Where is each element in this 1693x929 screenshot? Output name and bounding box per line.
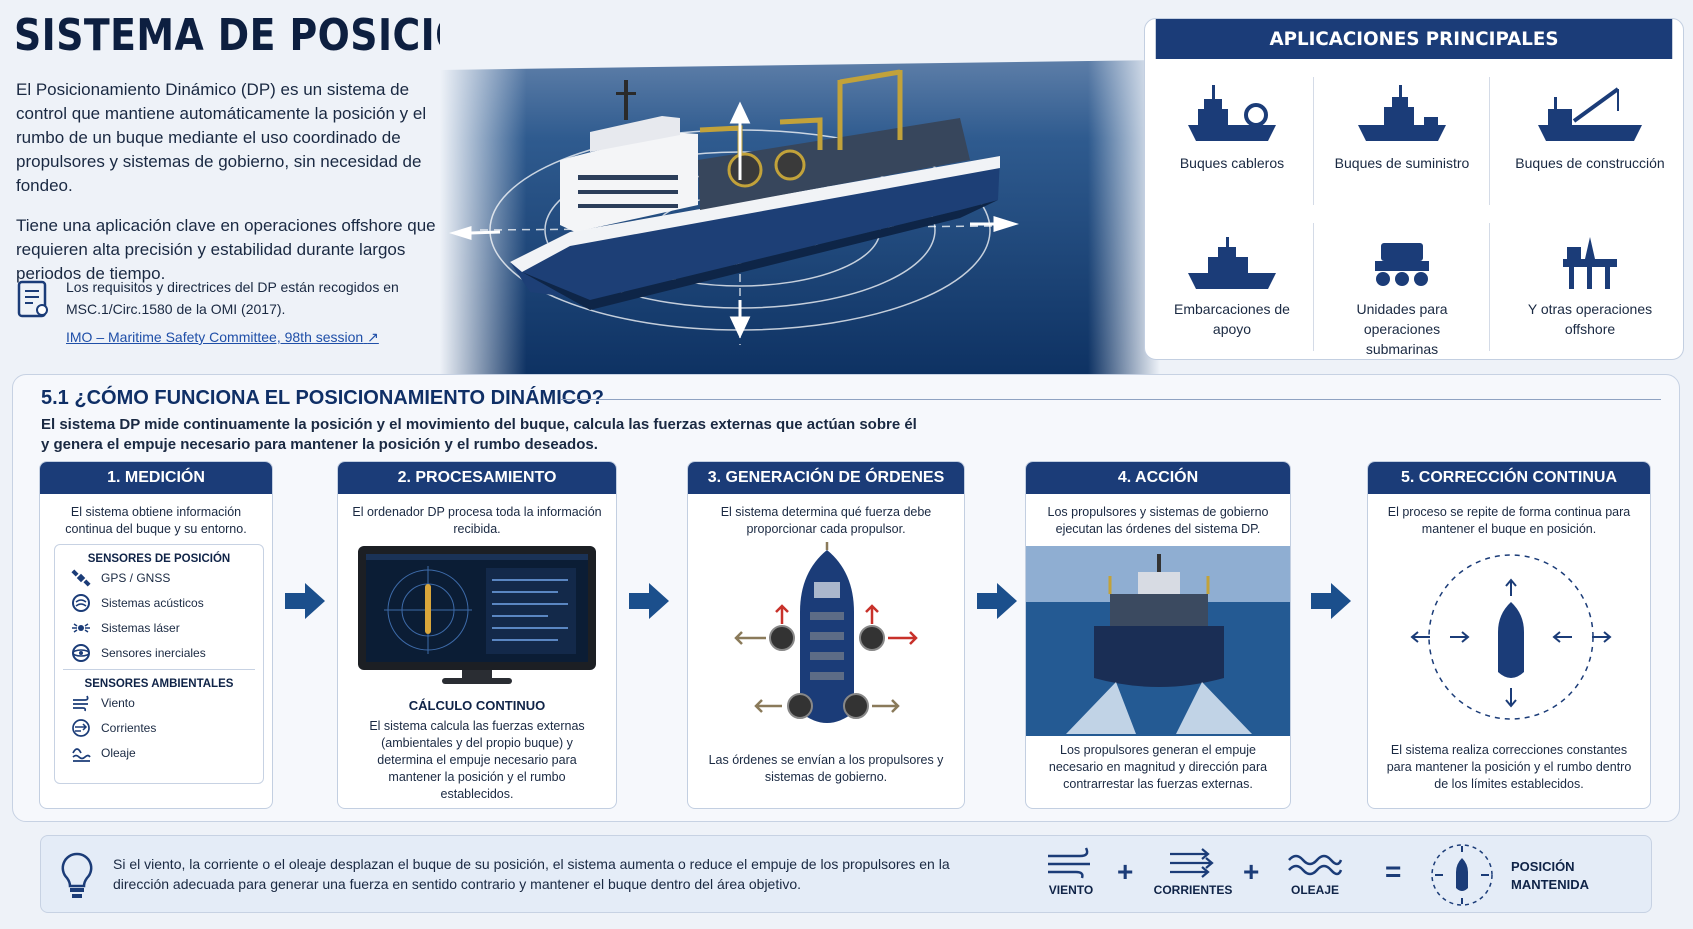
thrusters-action-photo [1026, 546, 1290, 736]
wind-icon [1048, 847, 1090, 879]
satellite-icon [71, 568, 91, 587]
requirements-note: Los requisitos y directrices del DP está… [16, 276, 456, 348]
app-other-offshore: Y otras operaciones offshore [1515, 237, 1665, 339]
sensors-box: SENSORES DE POSICIÓN GPS / GNSS Sistemas… [54, 544, 264, 784]
wave-icon [1288, 854, 1343, 876]
app-cable-ships: Buques cableros [1157, 81, 1307, 173]
app-label-other: Y otras operaciones offshore [1527, 301, 1653, 337]
section-description: El sistema DP mide continuamente la posi… [41, 416, 917, 453]
step-5-text: El proceso se repite de forma continua p… [1387, 505, 1631, 536]
app-label-support: Embarcaciones de apoyo [1174, 301, 1290, 337]
sensor-inertial: Sensores inerciales [55, 640, 263, 665]
step-4-title: 4. ACCIÓN [1026, 462, 1290, 494]
flow-arrow-icon [1311, 583, 1351, 619]
intro: El Posicionamiento Dinámico (DP) es un s… [16, 78, 461, 302]
external-link-icon: ↗ [367, 329, 379, 345]
thruster-diagram [734, 542, 918, 723]
step-action: 4. ACCIÓN Los propulsores y sistemas de … [1025, 461, 1291, 809]
sensor-wind: Viento [55, 690, 263, 715]
wind-icon [73, 695, 89, 711]
current-icon [1170, 848, 1214, 878]
plus-sign: + [1243, 856, 1260, 887]
imo-link[interactable]: IMO – Maritime Safety Committee, 98th se… [66, 329, 379, 345]
flow-arrow-icon [629, 583, 669, 619]
document-icon [17, 280, 48, 318]
laser-icon [72, 622, 90, 633]
lightbulb-icon [61, 852, 93, 898]
intro-paragraph-1: El Posicionamiento Dinámico (DP) es un s… [16, 80, 427, 195]
wind-factor: VIENTO [1039, 846, 1103, 897]
step-2-text: El ordenador DP procesa toda la informac… [352, 505, 602, 536]
wave-icon [72, 747, 91, 762]
app-label-subsea: Unidades para operaciones submarinas [1356, 301, 1448, 357]
gyroscope-icon [72, 643, 90, 662]
plus-sign: + [1117, 856, 1134, 887]
applications-panel: APLICACIONES PRINCIPALES Buques cableros… [1144, 18, 1684, 360]
summary-text: Si el viento, la corriente o el oleaje d… [113, 856, 950, 892]
dp-console-screen [358, 546, 596, 684]
position-maintained-label: POSICIÓN MANTENIDA [1511, 859, 1589, 892]
step-3-subtext: Las órdenes se envían a los propulsores … [708, 753, 944, 784]
step-1-title: 1. MEDICIÓN [40, 462, 272, 494]
rov-icon [1375, 243, 1429, 286]
step-4-subtext: Los propulsores generan el empuje necesa… [1048, 743, 1268, 791]
support-vessel-icon [1188, 237, 1276, 289]
step-continuous-correction: 5. CORRECCIÓN CONTINUA El proceso se rep… [1367, 461, 1651, 809]
position-sensors-title: SENSORES DE POSICIÓN [87, 553, 231, 565]
position-hold-diagram [1410, 554, 1612, 720]
oil-platform-icon [1563, 237, 1617, 289]
applications-title: APLICACIONES PRINCIPALES [1155, 19, 1673, 59]
step-measurement: 1. MEDICIÓN El sistema obtiene informaci… [39, 461, 273, 809]
app-support-vessels: Embarcaciones de apoyo [1157, 237, 1307, 339]
app-construction-ships: Buques de construcción [1500, 81, 1680, 173]
waves-factor: OLEAJE [1281, 846, 1349, 897]
step-2-subtext: El sistema calcula las fuerzas externas … [369, 719, 585, 801]
section-title: 5.1 ¿CÓMO FUNCIONA EL POSICIONAMIENTO DI… [41, 387, 604, 409]
app-subsea-units: Unidades para operaciones submarinas [1327, 237, 1477, 359]
step-processing: 2. PROCESAMIENTO El ordenador DP procesa… [337, 461, 617, 809]
hero-ship-image [440, 0, 1160, 374]
flow-arrow-icon [977, 583, 1017, 619]
step-5-subtext: El sistema realiza correcciones constant… [1386, 743, 1632, 791]
sensor-laser: Sistemas láser [55, 615, 263, 640]
sensor-current: Corrientes [55, 715, 263, 740]
currents-factor: CORRIENTES [1151, 846, 1235, 897]
step-4-text: Los propulsores y sistemas de gobierno e… [1047, 505, 1269, 536]
intro-paragraph-2: Tiene una aplicación clave en operacione… [16, 216, 436, 283]
summary-bar: Si el viento, la corriente o el oleaje d… [40, 835, 1652, 913]
supply-ship-icon [1358, 85, 1446, 141]
step-5-title: 5. CORRECCIÓN CONTINUA [1368, 462, 1650, 494]
step-1-text: El sistema obtiene información continua … [65, 505, 247, 536]
requirements-text: Los requisitos y directrices del DP está… [66, 279, 399, 317]
sensor-acoustic: Sistemas acústicos [55, 590, 263, 615]
crane-ship-icon [1538, 87, 1642, 141]
position-target-icon [1431, 844, 1493, 906]
flow-arrow-icon [285, 583, 325, 619]
sensor-waves: Oleaje [55, 740, 263, 765]
step-order-generation: 3. GENERACIÓN DE ÓRDENES El sistema dete… [687, 461, 965, 809]
continuous-calc-title: CÁLCULO CONTINUO [408, 698, 546, 713]
current-icon [72, 718, 90, 737]
environmental-sensors-title: SENSORES AMBIENTALES [84, 678, 234, 690]
step-2-title: 2. PROCESAMIENTO [338, 462, 616, 494]
equals-sign: = [1385, 856, 1402, 887]
cable-ship-icon [1188, 85, 1276, 141]
acoustic-icon [72, 593, 90, 612]
step-3-title: 3. GENERACIÓN DE ÓRDENES [688, 462, 964, 494]
how-it-works-section: 5.1 ¿CÓMO FUNCIONA EL POSICIONAMIENTO DI… [12, 374, 1680, 822]
sensor-gps: GPS / GNSS [55, 565, 263, 590]
step-3-text: El sistema determina qué fuerza debe pro… [720, 505, 932, 536]
app-supply-ships: Buques de suministro [1327, 81, 1477, 173]
